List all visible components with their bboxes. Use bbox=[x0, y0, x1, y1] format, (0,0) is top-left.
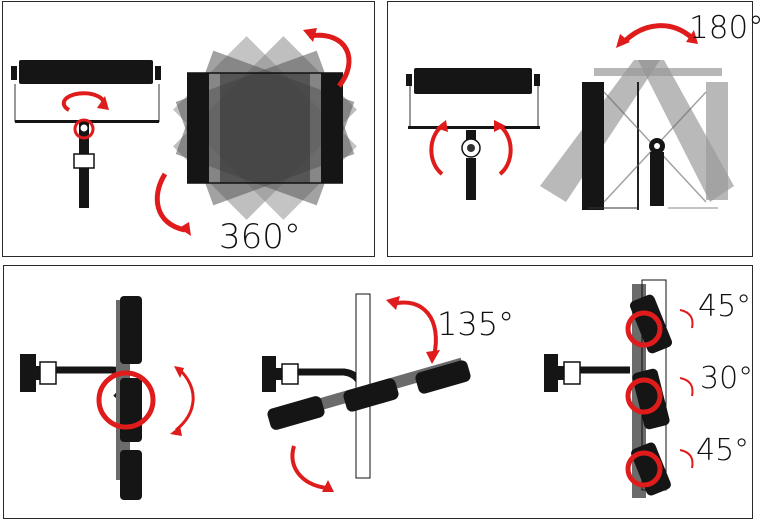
side-view-fixture bbox=[11, 60, 161, 208]
rotate-cw-arrow-icon bbox=[154, 172, 186, 233]
rotation-360-diagram bbox=[11, 28, 357, 236]
rotate-cw-arrow-icon bbox=[308, 32, 352, 88]
side-view-fixture bbox=[406, 68, 540, 200]
fixture-tilted bbox=[262, 293, 471, 479]
tilt-arrow-icon bbox=[290, 445, 327, 490]
tilt-arrow-icon bbox=[679, 377, 694, 397]
tilt-180-arrow-icon bbox=[622, 23, 694, 44]
rotated-fixtures-overlay bbox=[173, 36, 357, 220]
tilt-30-label: 30° bbox=[700, 361, 754, 396]
rotation-180-label: 180° bbox=[689, 10, 764, 46]
folding-fixture bbox=[540, 60, 734, 210]
panel-tilt-angles: 135° 45° 30° 45° bbox=[3, 265, 753, 519]
pivot-highlight-circle bbox=[625, 450, 663, 488]
pivot-highlight-circle bbox=[73, 118, 95, 140]
rotation-180-diagram bbox=[406, 23, 734, 210]
tilt-angles-diagram bbox=[20, 279, 694, 500]
tilt-arrow-icon bbox=[175, 368, 195, 432]
pivot-highlight-circle bbox=[625, 310, 663, 348]
tilt-right-arrow-icon bbox=[498, 124, 513, 176]
tilt-left-arrow-icon bbox=[429, 124, 444, 176]
fixture-individual-heads bbox=[544, 279, 673, 498]
tilt-arrow-icon bbox=[679, 309, 694, 329]
tilt-arrow-icon bbox=[679, 449, 694, 469]
pivot-highlight-circle bbox=[625, 377, 663, 415]
tilt-45-bottom-label: 45° bbox=[696, 433, 750, 468]
tilt-135-label: 135° bbox=[437, 305, 515, 343]
tilt-135-arrow-icon bbox=[391, 300, 438, 357]
rotation-360-label: 360° bbox=[219, 217, 301, 257]
panel-rotation-180: 180° bbox=[387, 1, 764, 257]
pivot-highlight-circle bbox=[96, 370, 156, 430]
tilt-45-top-label: 45° bbox=[698, 289, 752, 324]
panel-rotation-360: 360° bbox=[2, 1, 375, 257]
fixture-straight bbox=[20, 296, 142, 500]
